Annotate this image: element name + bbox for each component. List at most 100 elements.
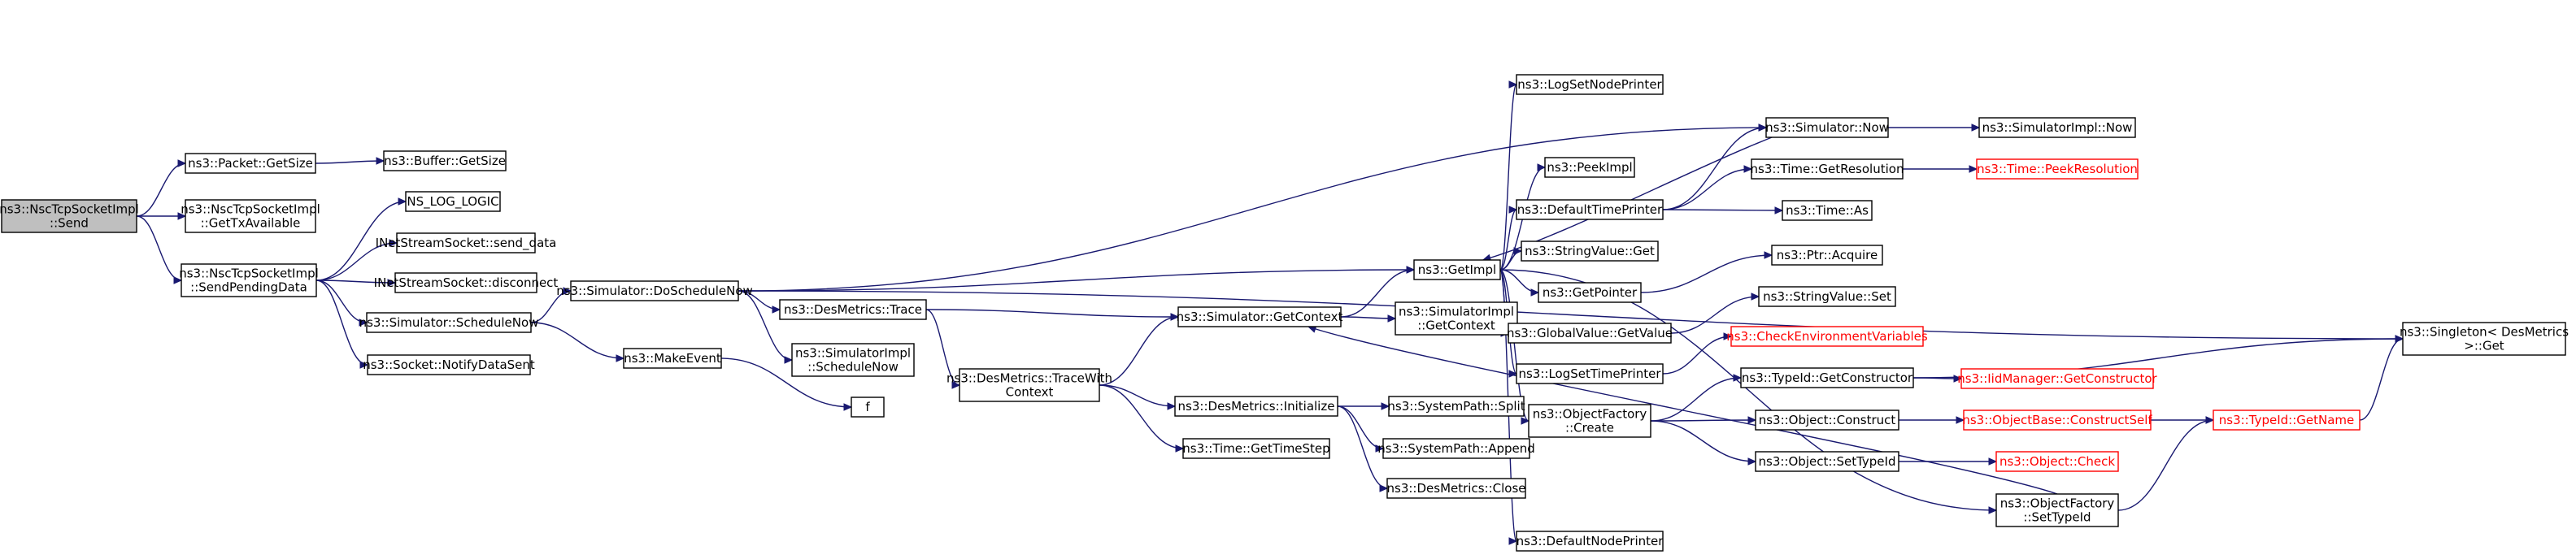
edge-object_construct-to-objectbase_constructself [1899, 416, 1965, 424]
arrowhead-icon [1375, 444, 1385, 453]
node-label: ns3::GlobalValue::GetValue [1507, 326, 1673, 340]
node-box [1995, 493, 2119, 527]
node-defaulttimeprinter[interactable]: ns3::DefaultTimePrinter [1516, 199, 1664, 220]
node-label: ns3::Packet::GetSize [188, 156, 313, 171]
node-desmetrics-init[interactable]: ns3::DesMetrics::Initialize [1174, 396, 1338, 417]
node-label: ns3::IidManager::GetConstructor [1957, 371, 2157, 386]
node-objectbase-constructself[interactable]: ns3::ObjectBase::ConstructSelf [1962, 410, 2152, 431]
edge-object_settypeid-to-object_check [1899, 457, 1998, 466]
node-buf-getsize[interactable]: ns3::Buffer::GetSize [383, 150, 507, 171]
edge-desmetrics_trace-to-tracewithcontext [925, 309, 961, 389]
node-simimpl-schedulenow[interactable]: ns3::SimulatorImpl::ScheduleNow [791, 343, 915, 377]
edge-defaulttimeprinter-to-sim_now [1662, 124, 1768, 210]
arrowhead-icon [398, 197, 407, 206]
node-label: ns3::Object::Check [1999, 454, 2115, 469]
arrowhead-icon [387, 279, 397, 287]
node-getpointer[interactable]: ns3::GetPointer [1538, 282, 1642, 303]
node-time-getresolution[interactable]: ns3::Time::GetResolution [1751, 158, 1904, 180]
node-send-data[interactable]: INetStreamSocket::send_data [376, 232, 557, 254]
edge-globalvalue_getvalue-to-stringvalue_set [1670, 292, 1760, 334]
node-gettxavail[interactable]: ns3::NscTcpSocketImpl::GetTxAvailable [181, 199, 320, 233]
node-stringvalue-get[interactable]: ns3::StringValue::Get [1521, 240, 1659, 262]
arrowhead-icon [1175, 444, 1185, 453]
arrowhead-icon [177, 212, 187, 220]
node-f[interactable]: f [851, 396, 885, 418]
node-disconnect[interactable]: INetStreamSocket::disconnect [374, 272, 559, 293]
node-logsetnodeprinter[interactable]: ns3::LogSetNodePrinter [1516, 74, 1664, 95]
node-logsettimeprinter[interactable]: ns3::LogSetTimePrinter [1516, 363, 1664, 384]
node-typeid-getname[interactable]: ns3::TypeId::GetName [2213, 410, 2361, 431]
edge-line [315, 280, 396, 284]
node-iidmanager-getconstructor[interactable]: ns3::IidManager::GetConstructor [1957, 368, 2158, 389]
node-box [1386, 478, 1526, 499]
node-notifydatasent[interactable]: ns3::Socket::NotifyDataSent [363, 354, 535, 375]
node-label: ns3::GetPointer [1543, 285, 1638, 300]
edge-send-to-pkt_getsize [136, 159, 187, 217]
node-defaultnodeprinter[interactable]: ns3::DefaultNodePrinter [1516, 531, 1664, 552]
nodes-layer: ns3::NscTcpSocketImpl::Sendns3::Packet::… [0, 74, 2569, 552]
node-makeevent[interactable]: ns3::MakeEvent [623, 348, 722, 369]
node-typeid-getconstructor[interactable]: ns3::TypeId::GetConstructor [1740, 367, 1914, 388]
node-label: ::SetTypeId [2023, 510, 2091, 525]
node-box [394, 272, 537, 293]
node-label: Context [1006, 385, 1054, 400]
arrowhead-icon [1758, 124, 1768, 132]
node-simimpl-getcontext[interactable]: ns3::SimulatorImpl::GetContext [1395, 301, 1518, 336]
arrowhead-icon [1508, 80, 1518, 89]
node-stringvalue-set[interactable]: ns3::StringValue::Set [1758, 286, 1896, 307]
edge-defaulttimeprinter-to-time_as [1662, 206, 1784, 214]
node-label: ns3::Time::GetTimeStep [1182, 441, 1329, 456]
node-label: ns3::SimulatorImpl::Now [1982, 120, 2133, 135]
node-label: INetStreamSocket::disconnect [374, 275, 559, 290]
edge-objectfactory_settypeid-to-typeid_getname [2117, 416, 2215, 511]
node-label: ns3::SimulatorImpl [795, 346, 911, 361]
node-singleton-get[interactable]: ns3::Singleton< DesMetrics >::Get [2400, 322, 2569, 356]
edge-pkt_getsize-to-buf_getsize [315, 157, 385, 165]
node-time-gettimestep[interactable]: ns3::Time::GetTimeStep [1182, 438, 1330, 459]
node-globalvalue-getvalue[interactable]: ns3::GlobalValue::GetValue [1507, 323, 1673, 344]
node-desmetrics-trace[interactable]: ns3::DesMetrics::Trace [779, 299, 927, 320]
edge-sim_getcontext-to-simimpl_getcontext [1340, 314, 1397, 323]
node-sim-now[interactable]: ns3::Simulator::Now [1765, 117, 1889, 138]
node-object-check[interactable]: ns3::Object::Check [1995, 451, 2119, 472]
node-label: ns3::Simulator::Now [1765, 120, 1889, 135]
arrowhead-icon [1530, 288, 1540, 297]
node-desmetrics-close[interactable]: ns3::DesMetrics::Close [1386, 478, 1526, 499]
arrowhead-icon [772, 306, 781, 314]
node-doschedulenow[interactable]: ns3::Simulator::DoScheduleNow [556, 280, 753, 301]
node-objectfactory-settypeid[interactable]: ns3::ObjectFactory::SetTypeId [1995, 493, 2119, 527]
node-box [570, 280, 739, 301]
node-systempath-split[interactable]: ns3::SystemPath::Split [1387, 396, 1525, 417]
edge-getimpl-to-defaulttimeprinter [1499, 206, 1518, 271]
node-object-construct[interactable]: ns3::Object::Construct [1755, 410, 1899, 431]
edge-sendpending-to-schedulenow [315, 280, 368, 327]
arrowhead-icon [1508, 537, 1518, 545]
node-peekimpl[interactable]: ns3::PeekImpl [1544, 157, 1635, 178]
node-schedulenow[interactable]: ns3::Simulator::ScheduleNow [359, 312, 539, 333]
node-box [383, 150, 507, 171]
node-simimpl-now[interactable]: ns3::SimulatorImpl::Now [1978, 117, 2136, 138]
node-sim-getcontext[interactable]: ns3::Simulator::GetContext [1177, 306, 1343, 327]
node-ns-log-logic[interactable]: NS_LOG_LOGIC [405, 191, 501, 212]
edge-doschedulenow-to-simimpl_schedulenow [738, 290, 794, 364]
node-box [1765, 117, 1889, 138]
node-box [1516, 363, 1664, 384]
node-sendpending[interactable]: ns3::NscTcpSocketImpl::SendPendingData [179, 263, 319, 297]
node-pkt-getsize[interactable]: ns3::Packet::GetSize [185, 153, 316, 174]
node-ptr-acquire[interactable]: ns3::Ptr::Acquire [1771, 245, 1883, 266]
node-checkenvvars[interactable]: ns3::CheckEnvironmentVariables [1726, 326, 1928, 347]
node-box [1782, 200, 1873, 221]
node-time-as[interactable]: ns3::Time::As [1782, 200, 1873, 221]
edge-line [1640, 254, 1773, 293]
node-label: ns3::Time::PeekResolution [1977, 162, 2138, 176]
node-systempath-append[interactable]: ns3::SystemPath::Append [1377, 438, 1535, 459]
edge-line [1650, 377, 1742, 422]
node-label: ns3::SystemPath::Append [1377, 441, 1535, 456]
node-objectfactory-create[interactable]: ns3::ObjectFactory::Create [1528, 404, 1651, 438]
edge-sendpending-to-notifydatasent [315, 280, 369, 369]
node-label: ns3::Simulator::GetContext [1177, 310, 1343, 324]
node-object-settypeid[interactable]: ns3::Object::SetTypeId [1755, 451, 1899, 472]
node-time-peekresolution[interactable]: ns3::Time::PeekResolution [1976, 158, 2139, 180]
node-getimpl[interactable]: ns3::GetImpl [1413, 259, 1501, 280]
